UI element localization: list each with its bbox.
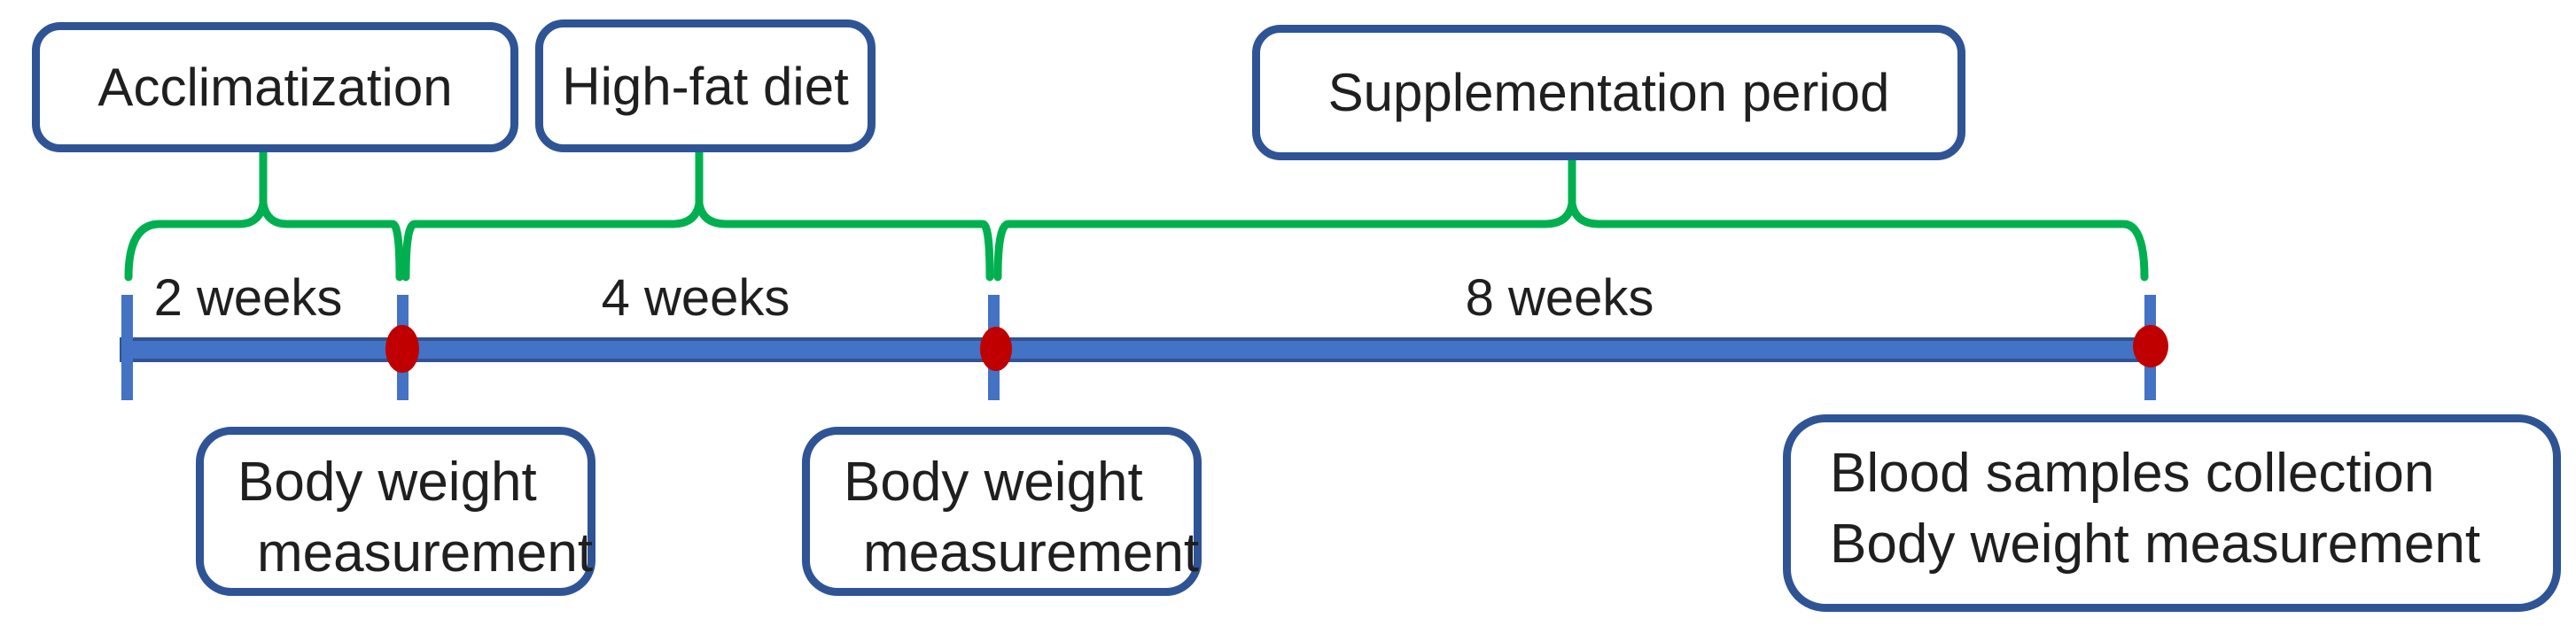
event-line: Body weight measurement bbox=[1830, 514, 2481, 575]
brace-high-fat-diet bbox=[401, 199, 994, 282]
brace-supplementation bbox=[993, 199, 2149, 282]
marker-week-14-dot bbox=[2133, 325, 2168, 367]
marker-week-6-dot bbox=[980, 327, 1012, 371]
event-line: measurement bbox=[257, 522, 594, 583]
phase-box-high-fat-diet: High-fat diet bbox=[535, 19, 876, 152]
event-line: Blood samples collection bbox=[1830, 443, 2435, 504]
event-box-measurement-1: Body weight measurement bbox=[196, 427, 595, 596]
duration-label-8-weeks: 8 weeks bbox=[1465, 269, 1654, 327]
phase-label-supplementation: Supplementation period bbox=[1327, 63, 1890, 122]
phase-label-acclimatization: Acclimatization bbox=[97, 58, 453, 117]
duration-label-2-weeks: 2 weeks bbox=[153, 269, 343, 327]
event-box-measurement-2: Body weight measurement bbox=[802, 427, 1202, 596]
event-line: Body weight bbox=[237, 452, 537, 513]
event-line: measurement bbox=[863, 522, 1200, 583]
tick-start bbox=[121, 295, 133, 400]
phase-box-supplementation: Supplementation period bbox=[1252, 25, 1965, 160]
duration-label-4-weeks: 4 weeks bbox=[601, 269, 790, 327]
event-text-measurement-2: Body weight measurement bbox=[810, 435, 1200, 589]
event-line: Body weight bbox=[844, 452, 1143, 513]
event-box-final-collection: Blood samples collection Body weight mea… bbox=[1783, 414, 2561, 612]
marker-week-2-dot bbox=[385, 325, 419, 373]
event-text-final-collection: Blood samples collection Body weight mea… bbox=[1791, 422, 2553, 580]
phase-box-acclimatization: Acclimatization bbox=[32, 22, 518, 152]
event-text-measurement-1: Body weight measurement bbox=[204, 435, 594, 589]
brace-acclimatization bbox=[124, 199, 404, 282]
timeline-bar bbox=[120, 337, 2148, 362]
phase-label-high-fat-diet: High-fat diet bbox=[562, 56, 849, 116]
